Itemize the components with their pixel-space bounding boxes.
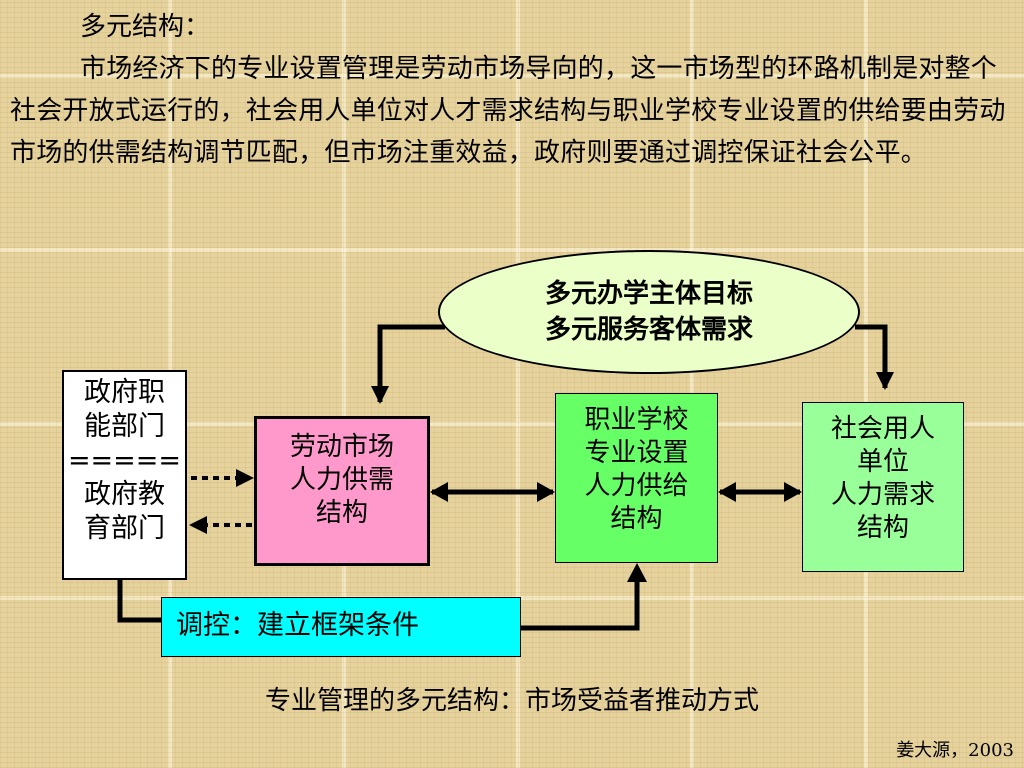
employer-line-3: 人力需求 xyxy=(830,480,935,510)
school-line-2: 专业设置 xyxy=(584,438,689,468)
labor-market-line-3: 结构 xyxy=(315,498,368,528)
government-line-4: 政府教 xyxy=(84,479,165,510)
government-line-5: 育部门 xyxy=(84,513,165,544)
government-line-1: 政府职 xyxy=(84,377,165,408)
goals-to-employer-arrow xyxy=(855,324,894,390)
control-to-school-arrow xyxy=(521,580,640,631)
vocational-school-box: 职业学校 专业设置 人力供给 结构 xyxy=(555,393,718,563)
employer-line-2: 单位 xyxy=(856,447,909,477)
government-line-2: 能部门 xyxy=(84,411,165,442)
school-line-4: 结构 xyxy=(610,504,663,534)
government-separator: ===== xyxy=(67,445,182,476)
intro-text: 多元结构： 市场经济下的专业设置管理是劳动市场导向的，这一市场型的环路机制是对整… xyxy=(10,6,1014,174)
school-line-1: 职业学校 xyxy=(584,405,689,435)
intro-paragraph: 市场经济下的专业设置管理是劳动市场导向的，这一市场型的环路机制是对整个社会开放式… xyxy=(10,54,1006,168)
intro-heading: 多元结构： xyxy=(80,12,211,42)
labor-market-box: 劳动市场 人力供需 结构 xyxy=(254,416,430,566)
control-box: 调控：建立框架条件 xyxy=(161,597,521,657)
employer-line-4: 结构 xyxy=(856,513,909,543)
employer-line-1: 社会用人 xyxy=(830,414,935,444)
government-box: 政府职 能部门 ===== 政府教 育部门 xyxy=(62,370,187,580)
school-line-3: 人力供给 xyxy=(584,471,689,501)
goals-line-2: 多元服务客体需求 xyxy=(544,315,753,345)
social-employer-box: 社会用人 单位 人力需求 结构 xyxy=(802,402,964,572)
goals-line-1: 多元办学主体目标 xyxy=(544,279,753,309)
gov-to-control-line xyxy=(117,580,161,623)
credit-text: 姜大源，2003 xyxy=(896,740,1014,761)
labor-market-line-1: 劳动市场 xyxy=(289,432,394,462)
goals-ellipse: 多元办学主体目标 多元服务客体需求 xyxy=(438,250,860,374)
goals-to-labor-arrow xyxy=(371,324,445,404)
labor-market-line-2: 人力供需 xyxy=(289,465,394,495)
diagram-caption: 专业管理的多元结构：市场受益者推动方式 xyxy=(264,686,759,716)
